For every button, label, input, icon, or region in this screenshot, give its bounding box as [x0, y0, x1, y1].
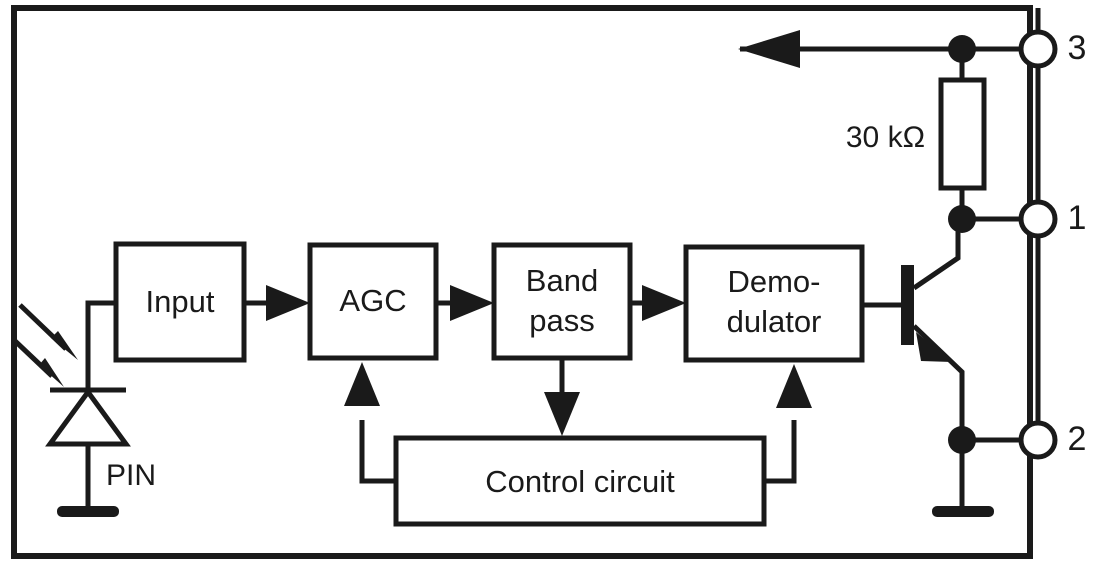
block-demodulator-label-line2: dulator — [727, 304, 822, 339]
block-control-circuit: Control circuit — [393, 435, 767, 527]
supply-arrow-icon — [738, 30, 800, 68]
ground-bar-right — [932, 506, 994, 517]
pin-photodiode: PIN — [45, 300, 156, 517]
transistor-emitter-arrow-icon — [916, 332, 952, 362]
photodiode-label: PIN — [106, 459, 156, 492]
block-agc: AGC — [307, 242, 439, 361]
light-arrow-icon-1 — [18, 303, 78, 360]
block-bandpass: Band pass — [491, 242, 633, 361]
arrowhead-icon — [450, 285, 494, 321]
transistor-base-bar — [901, 265, 914, 345]
pin-circle-3 — [1018, 29, 1058, 69]
arrowhead-icon — [344, 362, 380, 406]
pin-circle-1 — [1018, 199, 1058, 239]
pin-terminal-1: 1 — [962, 199, 1087, 239]
pin-circle-2 — [1018, 420, 1058, 460]
light-arrow-icon-2 — [12, 338, 64, 387]
incident-light-arrows — [12, 303, 78, 387]
pin-number-1: 1 — [1068, 199, 1087, 237]
resistor-label: 30 kΩ — [846, 121, 925, 154]
ground-bar-left — [57, 506, 119, 517]
pin-terminal-2: 2 — [962, 420, 1087, 460]
block-bandpass-box — [491, 242, 633, 361]
arrow-agc-to-bandpass — [436, 285, 494, 321]
arrow-control-to-agc — [344, 362, 396, 484]
block-bandpass-label-line2: pass — [529, 303, 594, 338]
block-demodulator: Demo- dulator — [683, 244, 865, 363]
block-demodulator-box — [683, 244, 865, 363]
block-input-label: Input — [146, 284, 215, 319]
resistor-body — [938, 77, 987, 191]
pin-number-3: 3 — [1068, 29, 1087, 67]
arrowhead-icon — [776, 364, 812, 408]
arrowhead-icon — [642, 285, 686, 321]
npn-transistor — [862, 219, 965, 440]
block-bandpass-label-line1: Band — [526, 263, 598, 298]
ground-symbol-right — [932, 440, 994, 517]
package-outline — [11, 5, 1033, 559]
diode-triangle — [45, 387, 131, 447]
block-control-circuit-label: Control circuit — [485, 464, 675, 499]
pin-number-2: 2 — [1068, 420, 1087, 458]
pin-terminal-3: 3 — [962, 29, 1087, 69]
arrowhead-icon — [266, 285, 310, 321]
arrow-bandpass-to-demodulator — [630, 285, 686, 321]
block-demodulator-label-line1: Demo- — [727, 264, 820, 299]
resistor-30k: 30 kΩ — [846, 49, 987, 219]
arrow-control-to-demodulator — [764, 364, 812, 484]
arrow-input-to-agc — [244, 285, 310, 321]
arrow-bandpass-to-control — [544, 358, 580, 436]
block-input: Input — [113, 241, 247, 363]
block-agc-label: AGC — [339, 283, 406, 318]
arrowhead-icon — [544, 392, 580, 436]
